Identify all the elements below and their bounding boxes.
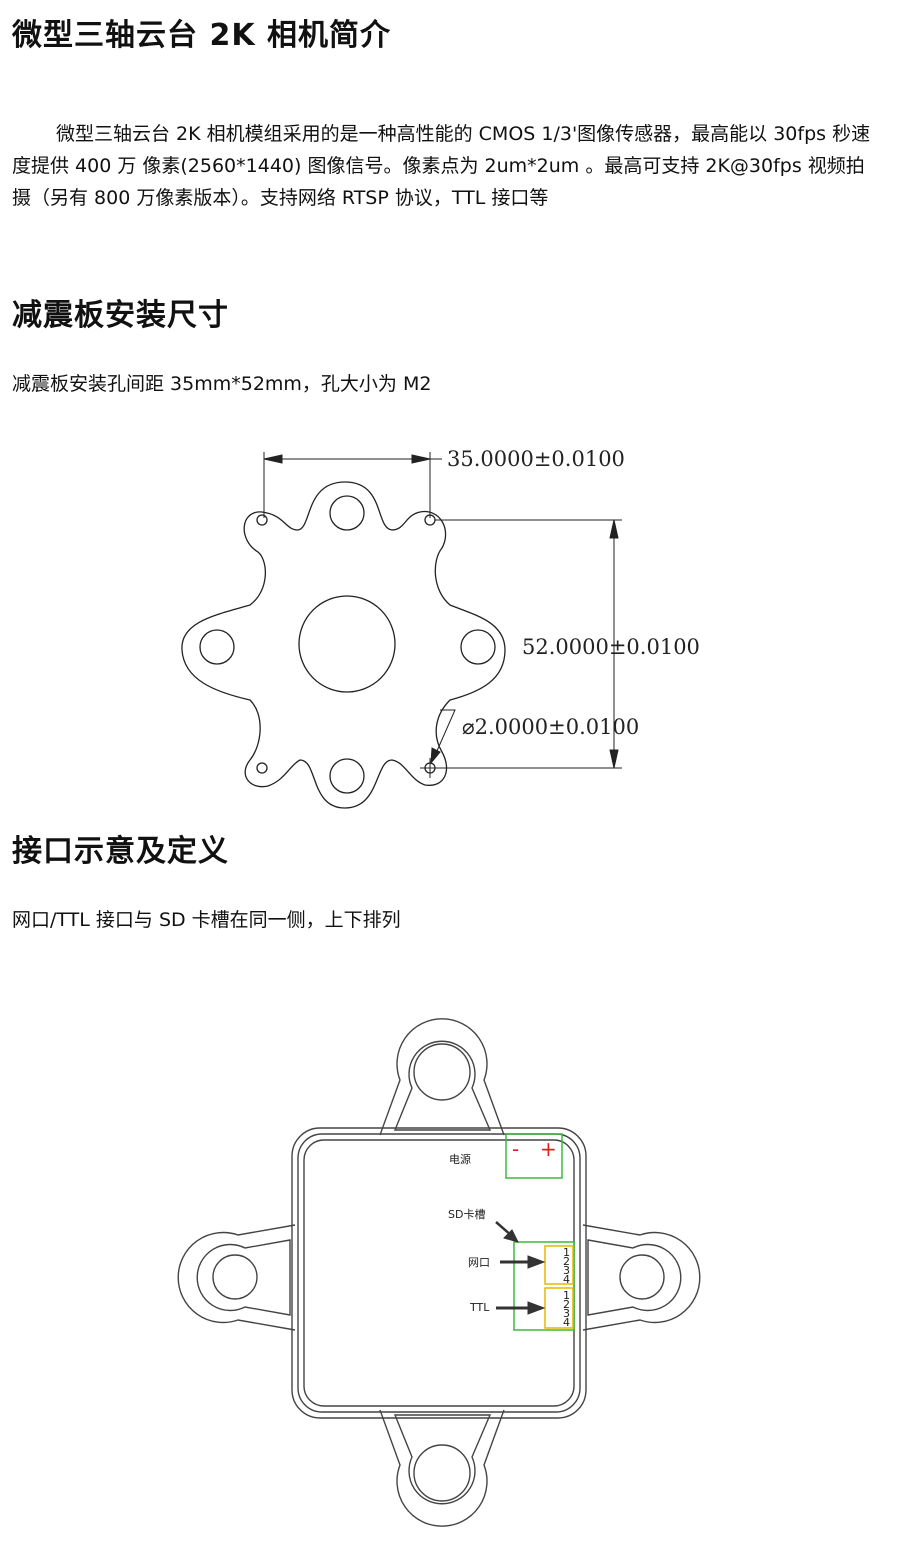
ethernet-pins: 1 2 3 4	[563, 1246, 570, 1286]
bottom-ear	[379, 1409, 505, 1527]
ethernet-connector	[544, 1245, 574, 1285]
mount-description: 减震板安装孔间距 35mm*52mm，孔大小为 M2	[12, 373, 432, 395]
ttl-pin-4: 4	[563, 1316, 570, 1329]
power-label: 电源	[449, 1152, 471, 1166]
mount-title: 减震板安装尺寸	[12, 298, 229, 333]
ports-title: 接口示意及定义	[12, 834, 229, 869]
power-plus-label: +	[540, 1137, 557, 1161]
left-hole	[199, 629, 235, 665]
height-dimension: 52.0000±0.0100	[522, 635, 700, 659]
ttl-label: TTL	[469, 1301, 490, 1314]
width-dimension: 35.0000±0.0100	[447, 447, 625, 471]
ethernet-pin-2: 2	[563, 1255, 570, 1268]
sd-slot-label: SD卡槽	[448, 1208, 485, 1221]
hole-dimension: ⌀2.0000±0.0100	[462, 715, 639, 739]
ttl-pin-2: 2	[563, 1298, 570, 1311]
ethernet-pin-1: 1	[563, 1246, 570, 1259]
ttl-pin-3: 3	[563, 1307, 570, 1320]
power-connector	[505, 1133, 563, 1179]
top-ear	[379, 1018, 505, 1136]
damper-plate-outline	[181, 481, 506, 809]
right-ear	[582, 1224, 701, 1331]
mount-hole-tl	[256, 514, 268, 526]
left-ear	[177, 1224, 296, 1331]
power-minus-label: -	[512, 1137, 519, 1161]
ttl-pin-1: 1	[563, 1289, 570, 1302]
ethernet-pin-3: 3	[563, 1264, 570, 1277]
intro-paragraph: 微型三轴云台 2K 相机模组采用的是一种高性能的 CMOS 1/3'图像传感器，…	[12, 123, 871, 209]
mount-hole-bl	[256, 762, 268, 774]
center-hole	[298, 595, 396, 693]
intro-title: 微型三轴云台 2K 相机简介	[12, 18, 392, 53]
sd-slot	[513, 1241, 575, 1331]
board-outer	[291, 1127, 587, 1419]
ports-description: 网口/TTL 接口与 SD 卡槽在同一侧，上下排列	[12, 909, 401, 931]
damper-plate-drawing: 35.0000±0.0100 52.0000±0.0100 ⌀2.0000±0.…	[181, 447, 700, 809]
bottom-hole	[329, 758, 365, 794]
board-inner	[303, 1139, 575, 1407]
ethernet-pin-4: 4	[563, 1273, 570, 1286]
ethernet-label: 网口	[468, 1256, 490, 1269]
top-hole	[329, 495, 365, 531]
camera-board-drawing: - + 电源 SD卡槽 网口 1 2 3 4 TTL 1 2 3 4	[177, 1018, 701, 1527]
right-hole	[460, 629, 496, 665]
ttl-pins: 1 2 3 4	[563, 1289, 570, 1329]
